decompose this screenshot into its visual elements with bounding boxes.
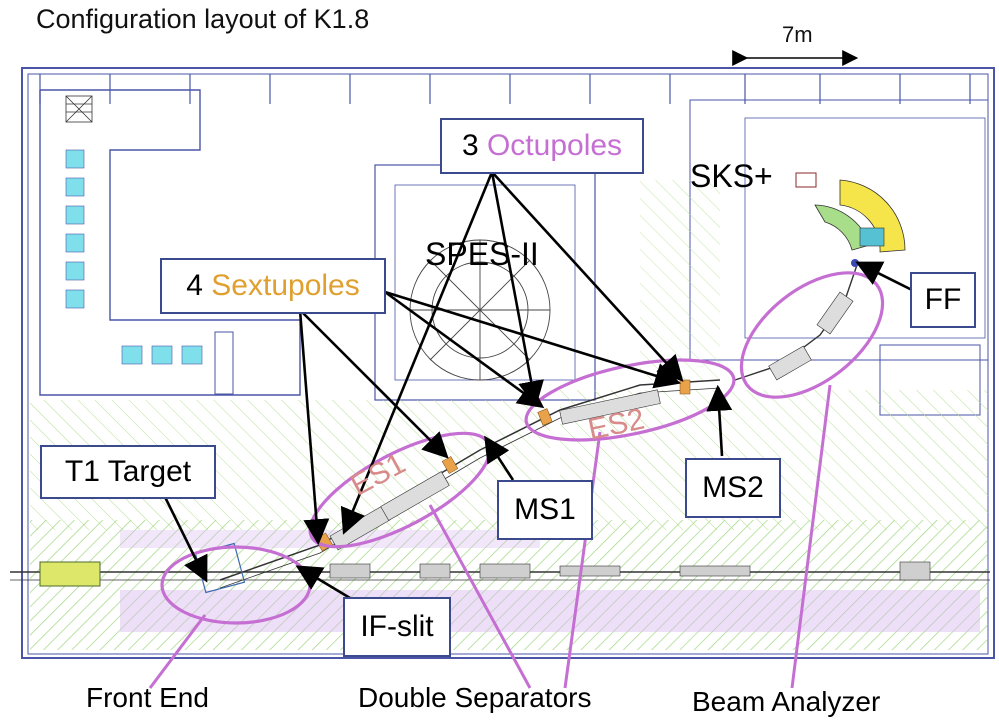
ms2-label: MS2 [685, 458, 781, 518]
sextupoles-word: Sextupoles [211, 269, 360, 302]
region-leaders [148, 384, 832, 689]
beam-line [10, 261, 990, 594]
sextupoles-count: 4 [186, 269, 203, 302]
octupoles-label: 3 Octupoles [440, 118, 644, 174]
building-outline [21, 67, 995, 659]
front-end-label: Front End [86, 682, 209, 713]
spes-label: SPES-II [425, 236, 539, 272]
beam-analyzer-label: Beam Analyzer [692, 686, 881, 717]
ff-label: FF [910, 272, 976, 328]
sks-label: SKS+ [690, 158, 773, 194]
octupoles-word: Octupoles [486, 129, 623, 162]
callout-arrows [163, 171, 913, 600]
storage-boxes [65, 149, 203, 365]
ms1-label: MS1 [497, 480, 593, 540]
octupoles-count: 3 [461, 129, 479, 162]
floor-hatching [30, 180, 988, 650]
scale-label: 7m [782, 22, 813, 47]
t1-target-label: T1 Target [40, 445, 216, 499]
stairs-icon [65, 95, 93, 123]
sextupoles-label: 4 Sextupoles [160, 258, 386, 314]
sks-magnet [795, 172, 906, 267]
if-slit-label: IF-slit [343, 597, 451, 657]
double-separators-label: Double Separators [358, 682, 592, 713]
page-title: Configuration layout of K1.8 [36, 4, 370, 34]
